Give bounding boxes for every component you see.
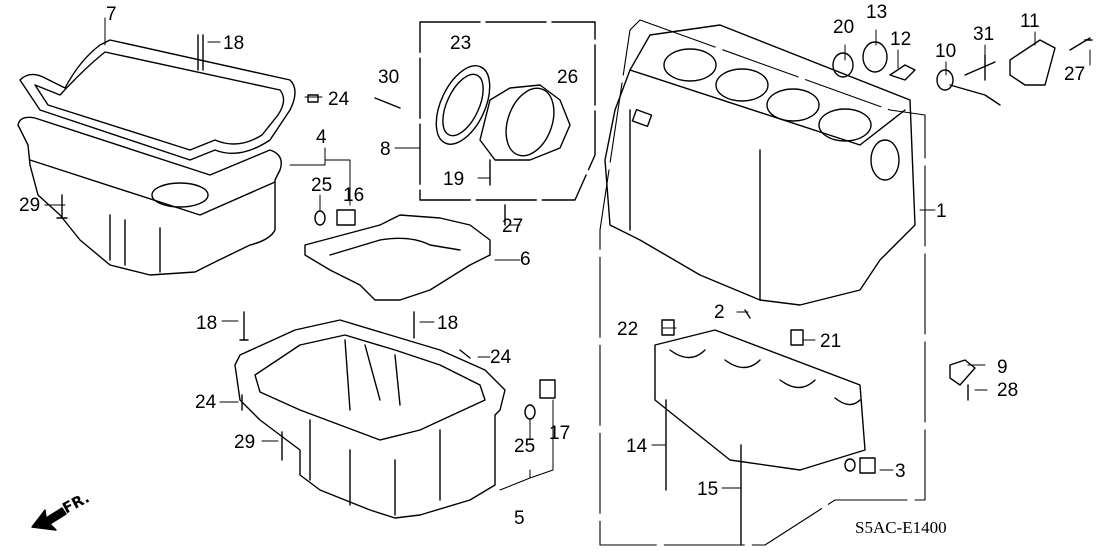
callout-7: 7 — [106, 4, 117, 25]
callout-18-right: 18 — [437, 313, 459, 334]
callout-15: 15 — [697, 479, 719, 500]
block-group-outline — [599, 19, 926, 546]
callout-26: 26 — [557, 67, 579, 88]
callout-29-top: 29 — [19, 195, 41, 216]
fasteners — [56, 34, 1093, 546]
cylinder-block — [604, 24, 916, 306]
diagram-code: S5AC-E1400 — [855, 518, 947, 537]
callout-25-top: 25 — [311, 175, 333, 196]
callout-17: 17 — [549, 423, 571, 444]
callout-22: 22 — [617, 319, 639, 340]
callout-1: 1 — [936, 201, 947, 222]
callout-12: 12 — [890, 29, 912, 50]
callout-6: 6 — [520, 249, 531, 270]
oil-pan-upper — [17, 116, 282, 276]
callout-18-top: 18 — [223, 33, 245, 54]
callout-16: 16 — [343, 185, 365, 206]
callout-27-mid: 27 — [502, 216, 524, 237]
callout-5: 5 — [514, 508, 525, 529]
seal-case-group — [419, 21, 596, 201]
baffle-plate — [304, 214, 491, 301]
callout-13: 13 — [866, 2, 888, 23]
callout-18-left: 18 — [196, 313, 218, 334]
callout-25-bottom: 25 — [514, 436, 536, 457]
callout-8: 8 — [380, 139, 391, 160]
callout-2: 2 — [714, 302, 725, 323]
callout-9: 9 — [997, 357, 1008, 378]
callout-29-bottom: 29 — [234, 432, 256, 453]
callout-30: 30 — [378, 67, 400, 88]
callout-24-top: 24 — [328, 89, 350, 110]
callout-27-right: 27 — [1064, 64, 1086, 85]
callout-14: 14 — [626, 436, 648, 457]
oil-pan-gasket — [19, 39, 296, 161]
callout-31: 31 — [973, 24, 995, 45]
callout-28: 28 — [997, 380, 1019, 401]
callout-24-right: 24 — [490, 347, 512, 368]
front-direction-arrow — [31, 507, 67, 531]
top-right-parts — [832, 37, 1091, 386]
callout-21: 21 — [820, 331, 842, 352]
callout-4: 4 — [316, 127, 327, 148]
callout-10: 10 — [935, 41, 957, 62]
callout-23: 23 — [450, 33, 472, 54]
callout-24-left: 24 — [195, 392, 217, 413]
bearing-cap-bridge — [654, 329, 866, 471]
callout-3: 3 — [895, 461, 906, 482]
leader-lines — [44, 17, 1091, 491]
callout-20: 20 — [833, 17, 855, 38]
callout-19: 19 — [443, 169, 465, 190]
oil-pan-lower — [234, 319, 506, 519]
callout-11: 11 — [1020, 11, 1040, 32]
